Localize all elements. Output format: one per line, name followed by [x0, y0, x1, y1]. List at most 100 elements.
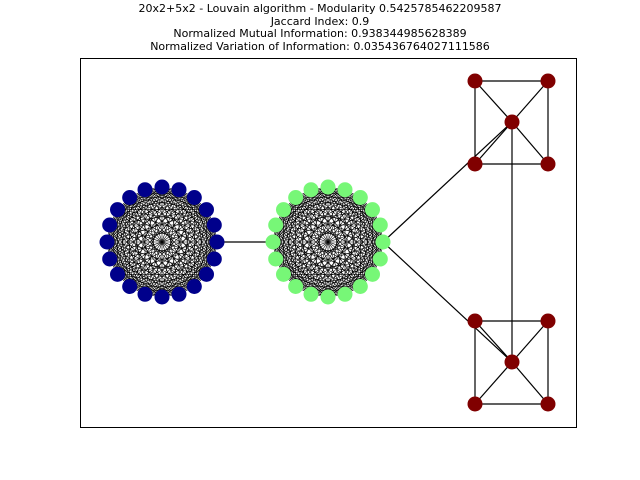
clique-edge: [310, 189, 329, 298]
wheel-edge: [511, 361, 549, 405]
node-community-2: [276, 202, 292, 218]
node-community-2: [268, 251, 284, 267]
clique-edge: [106, 197, 130, 243]
clique-edge: [144, 189, 207, 210]
clique-edge: [129, 197, 207, 275]
node-community-2: [372, 217, 388, 233]
clique-edge: [194, 197, 207, 275]
clique-edge: [283, 274, 329, 298]
clique-edge: [327, 209, 373, 298]
clique-edge: [275, 197, 361, 226]
clique-edge: [283, 209, 381, 260]
clique-edge: [178, 209, 207, 295]
clique-edge: [327, 274, 373, 298]
node-community-2: [303, 182, 319, 198]
clique-edge: [327, 186, 384, 243]
clique-edge: [129, 197, 215, 226]
clique-edge: [272, 224, 381, 243]
title-line-jaccard: Jaccard Index: 0.9: [270, 14, 370, 28]
node-community-1: [186, 278, 202, 294]
node-community-1: [137, 286, 153, 302]
clique-edge: [275, 258, 346, 295]
clique-edge: [295, 286, 346, 295]
clique-edge: [106, 189, 146, 243]
node-community-2: [372, 251, 388, 267]
clique-edge: [275, 224, 381, 260]
wheel-edge: [511, 80, 549, 123]
clique-edge: [372, 209, 381, 260]
clique-edge: [109, 197, 195, 226]
clique-edge: [272, 186, 329, 243]
clique-edge: [295, 197, 346, 295]
clique-edge: [295, 274, 373, 287]
clique-edge: [109, 258, 180, 295]
edges-layer: [106, 80, 549, 405]
node-community-1: [102, 217, 118, 233]
clique-edge: [275, 241, 384, 260]
node-community-2: [288, 278, 304, 294]
clique-edge: [144, 286, 195, 295]
node-community-1: [186, 190, 202, 206]
clique-edge: [295, 189, 346, 198]
clique-edge: [109, 224, 146, 295]
clique-edge: [109, 186, 163, 226]
clique-edge: [206, 209, 215, 260]
clique-edge: [161, 189, 180, 298]
clique-edge: [144, 189, 195, 198]
clique-edge: [310, 189, 361, 287]
node-community-2: [352, 278, 368, 294]
plot-frame: [80, 58, 577, 428]
clique-edge: [283, 197, 296, 275]
clique-edge: [283, 189, 312, 275]
node-community-2: [320, 179, 336, 195]
clique-edge: [178, 224, 215, 295]
clique-edge: [360, 241, 384, 287]
clique-edge: [194, 209, 207, 287]
clique-edge: [295, 189, 346, 287]
clique-edge: [106, 241, 215, 260]
node-community-3: [504, 114, 520, 130]
node-community-3: [467, 156, 483, 172]
clique-edge: [272, 197, 296, 243]
node-community-1: [209, 234, 225, 250]
clique-edge: [275, 224, 384, 243]
node-community-1: [198, 202, 214, 218]
clique-edge: [310, 197, 361, 295]
clique-edge: [106, 197, 195, 243]
clique-edge: [194, 197, 218, 243]
clique-edge: [360, 224, 381, 287]
node-community-2: [337, 182, 353, 198]
clique-edge: [295, 197, 373, 275]
node-community-3: [540, 313, 556, 329]
clique-edge: [117, 197, 195, 275]
clique-edge: [144, 189, 195, 287]
node-community-3: [504, 354, 520, 370]
clique-edge: [272, 189, 346, 243]
clique-edge: [360, 197, 384, 243]
node-community-2: [337, 286, 353, 302]
clique-edge: [295, 224, 381, 287]
clique-edge: [109, 189, 146, 260]
node-community-1: [122, 278, 138, 294]
clique-edge: [275, 224, 284, 275]
clique-edge: [310, 209, 373, 295]
clique-edge: [310, 258, 381, 295]
clique-edge: [178, 258, 215, 295]
clique-edge: [129, 286, 180, 295]
clique-edge: [109, 189, 180, 226]
clique-edge: [275, 209, 373, 260]
clique-edge: [129, 197, 180, 295]
clique-wheel-edge: [382, 121, 513, 243]
clique-edge: [272, 241, 296, 287]
node-community-3: [467, 313, 483, 329]
clique-edge: [295, 197, 373, 210]
node-community-1: [154, 289, 170, 305]
clique-edge: [117, 189, 180, 210]
clique-edge: [144, 258, 215, 295]
node-community-2: [320, 289, 336, 305]
wheel-edge: [474, 361, 513, 405]
wheel-edge: [474, 121, 513, 165]
clique-edge: [144, 186, 163, 295]
clique-edge: [161, 186, 180, 295]
clique-edge: [117, 209, 215, 226]
